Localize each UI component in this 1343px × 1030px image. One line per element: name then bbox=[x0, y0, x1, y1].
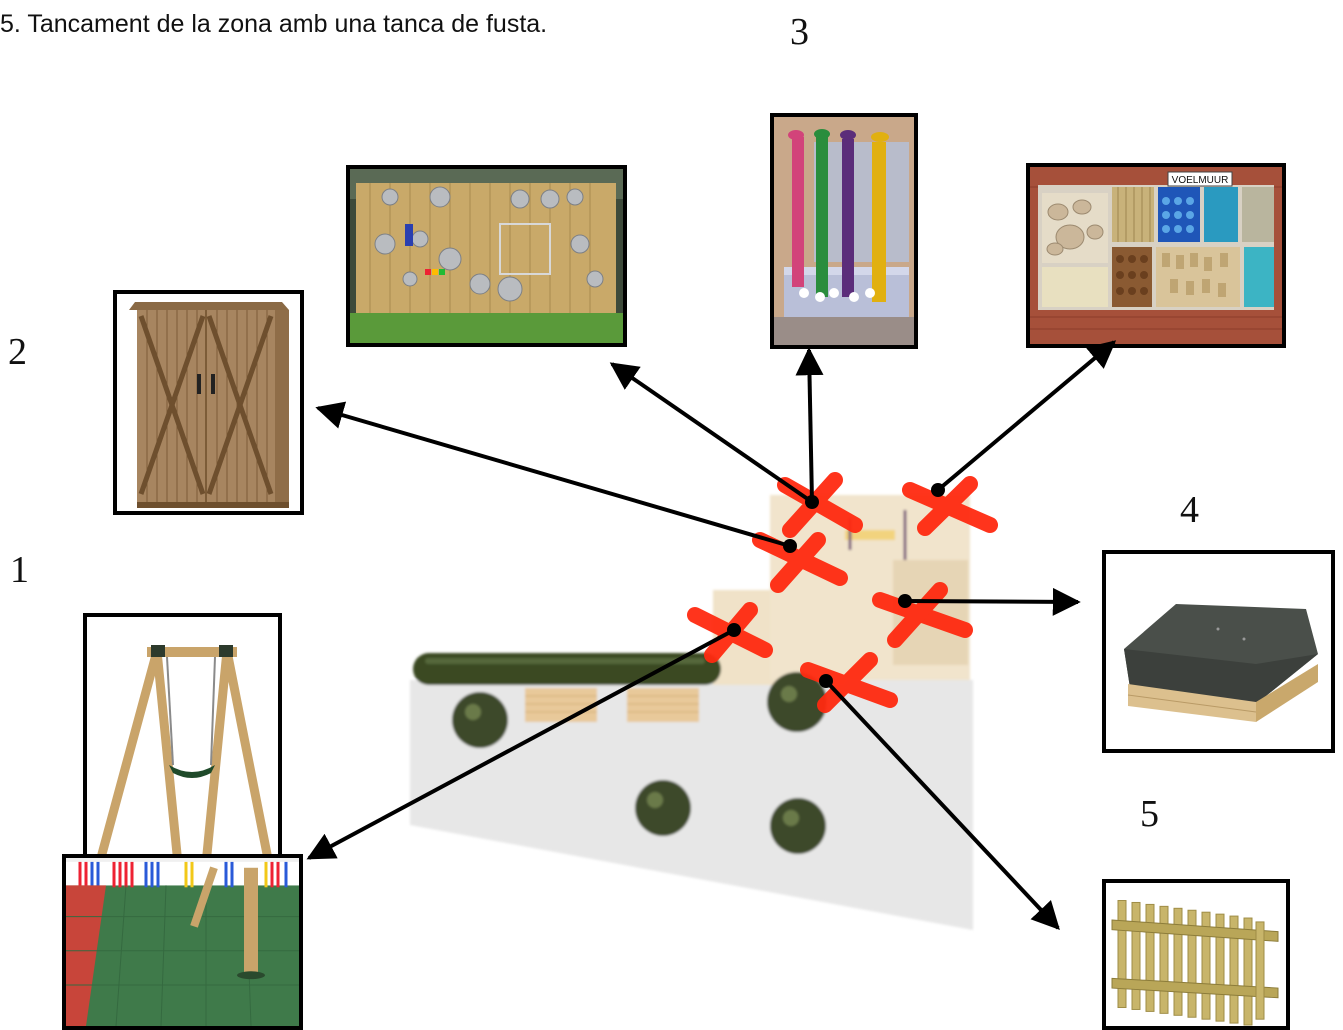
swing-photo bbox=[83, 613, 282, 858]
caption-text: 5. Tancament de la zona amb una tanca de… bbox=[0, 10, 548, 38]
wooden-fence-photo bbox=[1102, 879, 1290, 1030]
label-number-3: 3 bbox=[790, 11, 809, 53]
arrow-to-sensory-wall bbox=[936, 340, 1117, 492]
label-number-1: 1 bbox=[10, 549, 29, 591]
colored-pipes-photo bbox=[770, 113, 918, 349]
label-number-5: 5 bbox=[1140, 793, 1159, 835]
arrow-to-colored-pipes bbox=[795, 347, 824, 503]
rubber-floor-photo bbox=[62, 854, 303, 1030]
label-number-4: 4 bbox=[1180, 489, 1199, 531]
site-plan bbox=[405, 490, 980, 945]
sandbox-photo bbox=[1102, 550, 1335, 753]
sensory-wall-photo: VOELMUUR bbox=[1026, 163, 1286, 348]
arrow-to-music-wall bbox=[609, 362, 814, 504]
label-number-2: 2 bbox=[8, 331, 27, 373]
voelmuur-sign-text: VOELMUUR bbox=[1172, 175, 1229, 186]
plan-hedge bbox=[413, 653, 721, 685]
music-wall-photo bbox=[346, 165, 627, 347]
wooden-shed-photo bbox=[113, 290, 304, 515]
